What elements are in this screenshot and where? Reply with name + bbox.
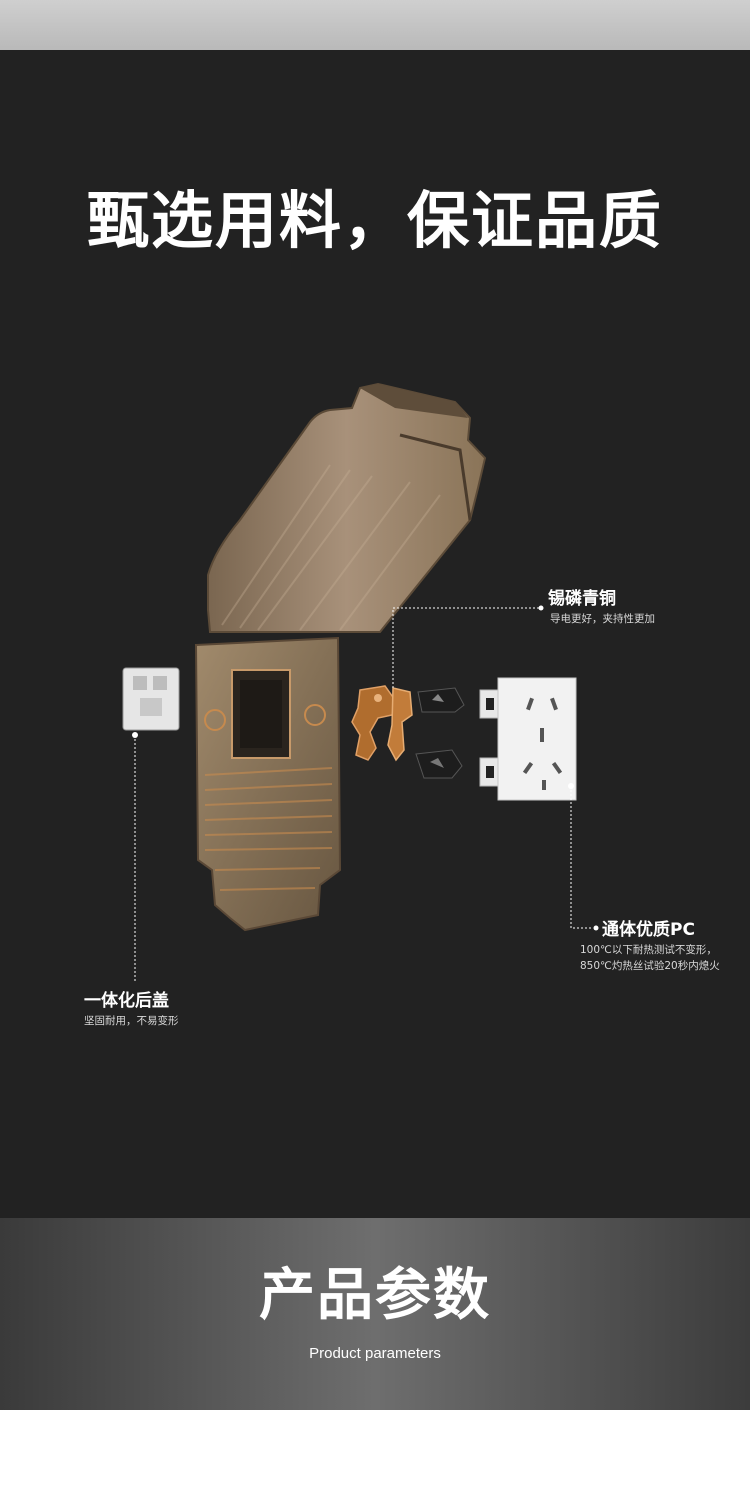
callout-bronze-desc: 导电更好，夹持性更加 bbox=[550, 613, 655, 625]
callout-pc-desc-2: 850℃灼热丝试验20秒内熄火 bbox=[580, 960, 720, 972]
white-face-plate bbox=[479, 677, 577, 801]
flip-lid bbox=[207, 382, 487, 633]
callout-bronze-title: 锡磷青铜 bbox=[548, 589, 616, 609]
exploded-product-illustration bbox=[122, 382, 599, 982]
top-strip bbox=[0, 0, 750, 50]
bronze-contacts bbox=[351, 685, 413, 762]
params-subtitle: Product parameters bbox=[309, 1345, 441, 1362]
params-title: 产品参数 bbox=[259, 1263, 491, 1328]
params-band bbox=[0, 1218, 750, 1410]
rear-socket-module bbox=[122, 667, 180, 738]
leader-lines bbox=[134, 607, 593, 982]
callout-rear-cover-title: 一体化后盖 bbox=[84, 991, 169, 1011]
transparent-frame bbox=[194, 636, 342, 932]
callout-pc-desc-1: 100℃以下耐热测试不变形， bbox=[580, 944, 717, 956]
callout-pc-title: 通体优质PC bbox=[602, 920, 695, 940]
callout-rear-cover-desc: 坚固耐用，不易变形 bbox=[84, 1015, 179, 1027]
headline: 甄选用料，保证品质 bbox=[86, 184, 663, 257]
dark-panel bbox=[0, 50, 750, 1218]
black-insulators bbox=[415, 687, 465, 779]
